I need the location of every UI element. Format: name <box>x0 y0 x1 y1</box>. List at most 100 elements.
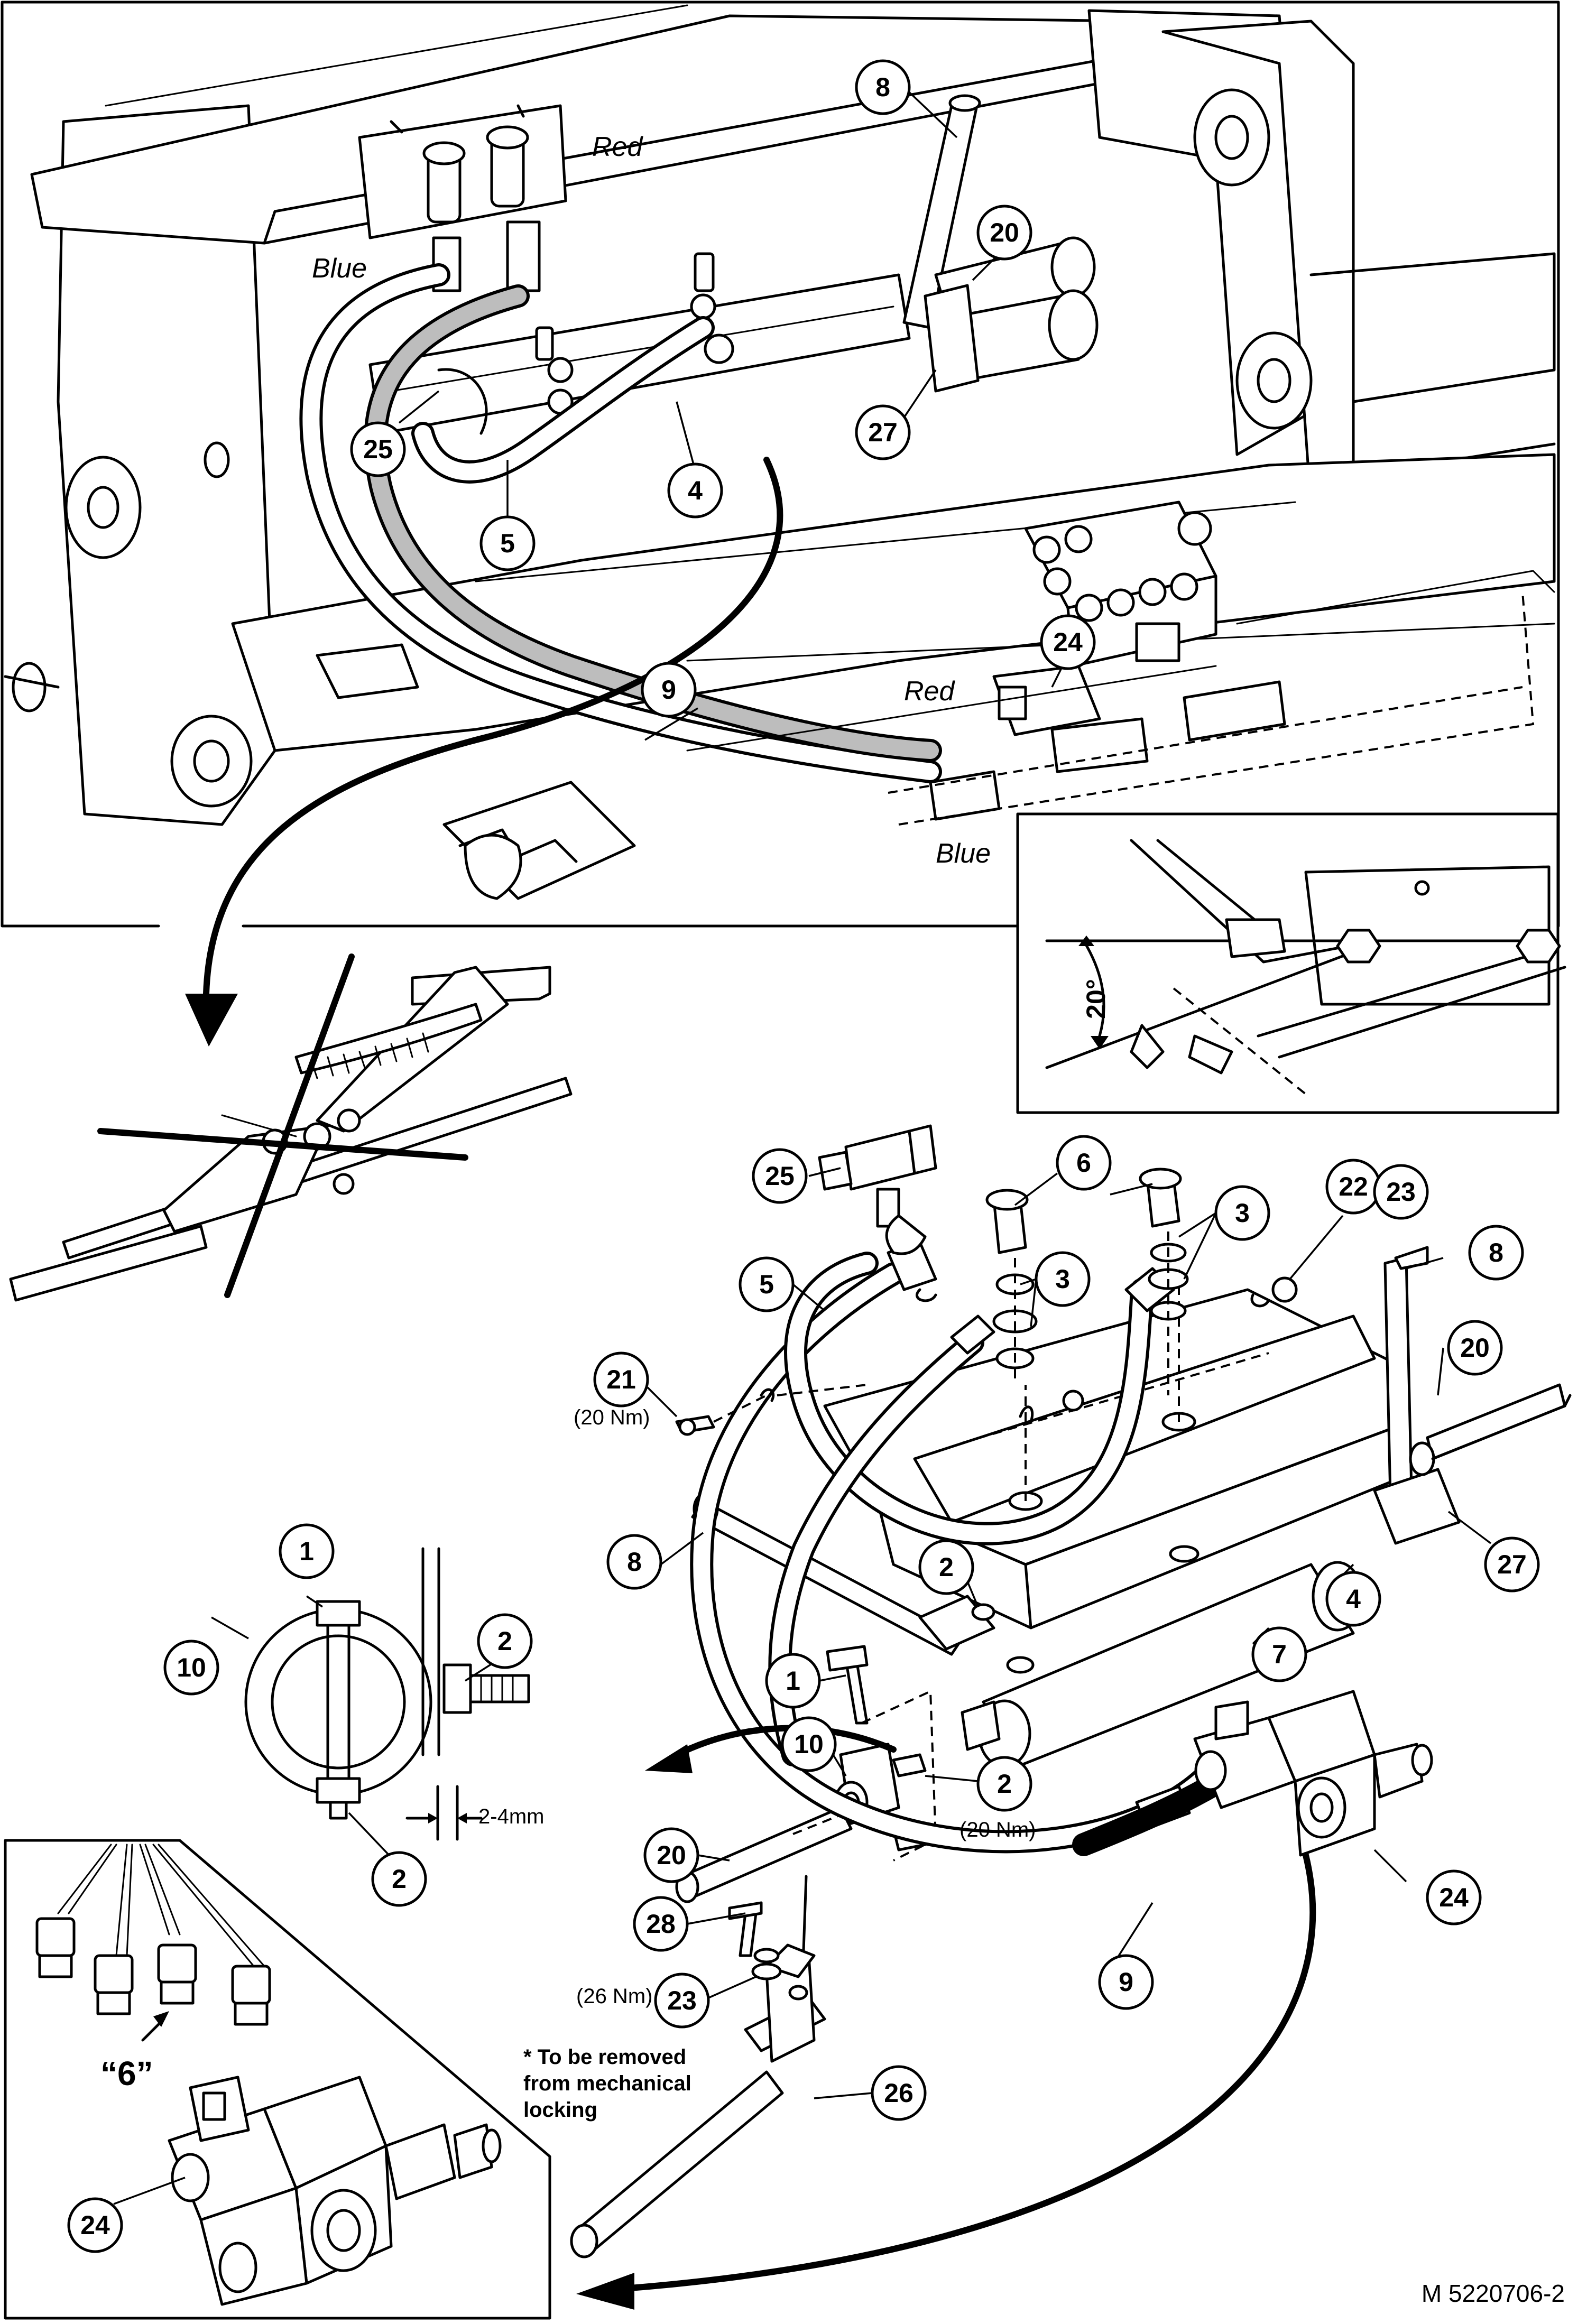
valve-bar-top <box>368 273 911 435</box>
lever-26 <box>570 1875 826 2258</box>
svg-text:24: 24 <box>1439 1883 1469 1912</box>
callout-26: 26 <box>871 2065 927 2121</box>
callout-23-top: 23 <box>1373 1164 1429 1220</box>
svg-text:23: 23 <box>1386 1177 1416 1207</box>
callout-2-c: 2 <box>371 1851 427 1907</box>
svg-text:27: 27 <box>1497 1550 1527 1579</box>
callout-28: 28 <box>633 1896 689 1952</box>
label-blue-valve: Blue <box>936 838 991 869</box>
svg-text:8: 8 <box>1489 1238 1503 1267</box>
svg-text:24: 24 <box>1053 627 1083 657</box>
leader-lines <box>113 86 1492 2205</box>
callout-5-top: 5 <box>479 515 536 571</box>
svg-text:20: 20 <box>990 218 1019 247</box>
note-line-1: * To be removed <box>523 2045 686 2069</box>
callout-20-top: 20 <box>976 205 1032 261</box>
callout-20-right: 20 <box>1447 1320 1503 1376</box>
callout-10-a: 10 <box>163 1640 219 1696</box>
svg-text:21: 21 <box>606 1365 636 1394</box>
handle-right <box>1383 1256 1413 1497</box>
svg-text:4: 4 <box>1346 1584 1361 1614</box>
svg-text:2: 2 <box>997 1769 1012 1799</box>
callout-8-top: 8 <box>855 59 911 115</box>
callouts: 8 20 27 25 4 5 24 9 25 6 3 3 22 23 8 5 2… <box>67 59 1540 2253</box>
routing-arrow-bottom <box>621 1852 1316 2292</box>
callout-2-mid: 2 <box>918 1539 974 1595</box>
callout-25-top: 25 <box>350 421 406 477</box>
label-blue-top: Blue <box>312 253 367 284</box>
svg-text:8: 8 <box>627 1547 642 1577</box>
callout-8-right: 8 <box>1468 1225 1524 1281</box>
label-red-top: Red <box>592 132 643 162</box>
svg-text:5: 5 <box>759 1270 774 1299</box>
connector-6-label: “6” <box>100 2054 153 2092</box>
frame-hole <box>64 456 142 559</box>
svg-text:6: 6 <box>1076 1148 1091 1178</box>
svg-text:9: 9 <box>1119 1967 1133 1997</box>
svg-text:3: 3 <box>1055 1264 1070 1294</box>
banjo-bolts <box>985 1168 1189 1395</box>
callout-5-mid: 5 <box>739 1256 795 1312</box>
callout-24-inset: 24 <box>67 2197 123 2253</box>
figure-reference: M 5220706-2 <box>1422 2280 1565 2307</box>
svg-text:27: 27 <box>868 418 898 447</box>
note-line-2: from mechanical <box>523 2072 691 2095</box>
svg-text:10: 10 <box>794 1729 824 1759</box>
svg-text:8: 8 <box>875 72 890 102</box>
svg-text:9: 9 <box>661 675 676 705</box>
svg-text:4: 4 <box>688 476 703 505</box>
torque-21: (20 Nm) <box>574 1406 650 1429</box>
callout-1-a: 1 <box>279 1523 335 1579</box>
callout-2-b: 2 <box>976 1756 1032 1812</box>
svg-text:22: 22 <box>1339 1172 1368 1201</box>
callout-10-b: 10 <box>781 1716 837 1772</box>
callout-1-b: 1 <box>765 1653 821 1709</box>
note-line-3: locking <box>523 2098 597 2122</box>
crossed-out-linkage <box>9 953 573 1302</box>
svg-text:10: 10 <box>177 1653 206 1682</box>
callout-6: 6 <box>1056 1135 1112 1191</box>
callout-27-mid: 27 <box>1484 1536 1540 1592</box>
solenoid-valve-24 <box>1193 1690 1433 1857</box>
callout-25-mid: 25 <box>752 1148 808 1204</box>
callout-23-low: 23 <box>654 1973 710 2029</box>
svg-text:28: 28 <box>646 1909 676 1939</box>
svg-text:7: 7 <box>1272 1640 1287 1669</box>
callout-20-low: 20 <box>643 1827 699 1883</box>
angle-inset: 20° <box>1016 812 1566 1114</box>
callout-24-top: 24 <box>1040 614 1096 670</box>
angle-label: 20° <box>1081 979 1111 1019</box>
old-rod <box>62 1077 573 1260</box>
callout-8-left: 8 <box>606 1534 662 1590</box>
callout-4-mid: 4 <box>1325 1571 1381 1627</box>
callout-7: 7 <box>1251 1626 1307 1682</box>
svg-text:25: 25 <box>363 434 393 464</box>
svg-text:20: 20 <box>657 1840 686 1870</box>
callout-9-low: 9 <box>1098 1954 1154 2010</box>
svg-text:20: 20 <box>1460 1333 1490 1363</box>
svg-text:2: 2 <box>939 1552 954 1582</box>
cross-out-stroke-1 <box>224 953 355 1298</box>
svg-text:1: 1 <box>786 1666 800 1696</box>
elbow-fitting-25 <box>818 1124 937 1255</box>
callout-2-a: 2 <box>477 1613 533 1669</box>
callout-27-top: 27 <box>855 404 911 460</box>
callout-22: 22 <box>1325 1159 1381 1215</box>
svg-text:23: 23 <box>667 1986 697 2015</box>
lower-frame <box>231 453 1556 752</box>
svg-text:26: 26 <box>884 2078 914 2108</box>
svg-text:24: 24 <box>80 2210 110 2240</box>
frame-pivot <box>170 715 253 808</box>
gap-dimension: 2-4mm <box>478 1805 544 1828</box>
svg-text:5: 5 <box>500 529 515 558</box>
cross-out-stroke-2 <box>97 1128 468 1161</box>
svg-text:3: 3 <box>1235 1198 1250 1228</box>
torque-28: (26 Nm) <box>576 1985 652 2008</box>
callout-3-b: 3 <box>1035 1251 1091 1307</box>
connector-inset: “6” <box>4 1839 551 2320</box>
connector-6 <box>157 1943 197 1984</box>
callout-9-top: 9 <box>641 662 697 718</box>
clamp-detail: 2-4mm <box>244 1547 544 1841</box>
callout-4-top: 4 <box>667 462 723 518</box>
